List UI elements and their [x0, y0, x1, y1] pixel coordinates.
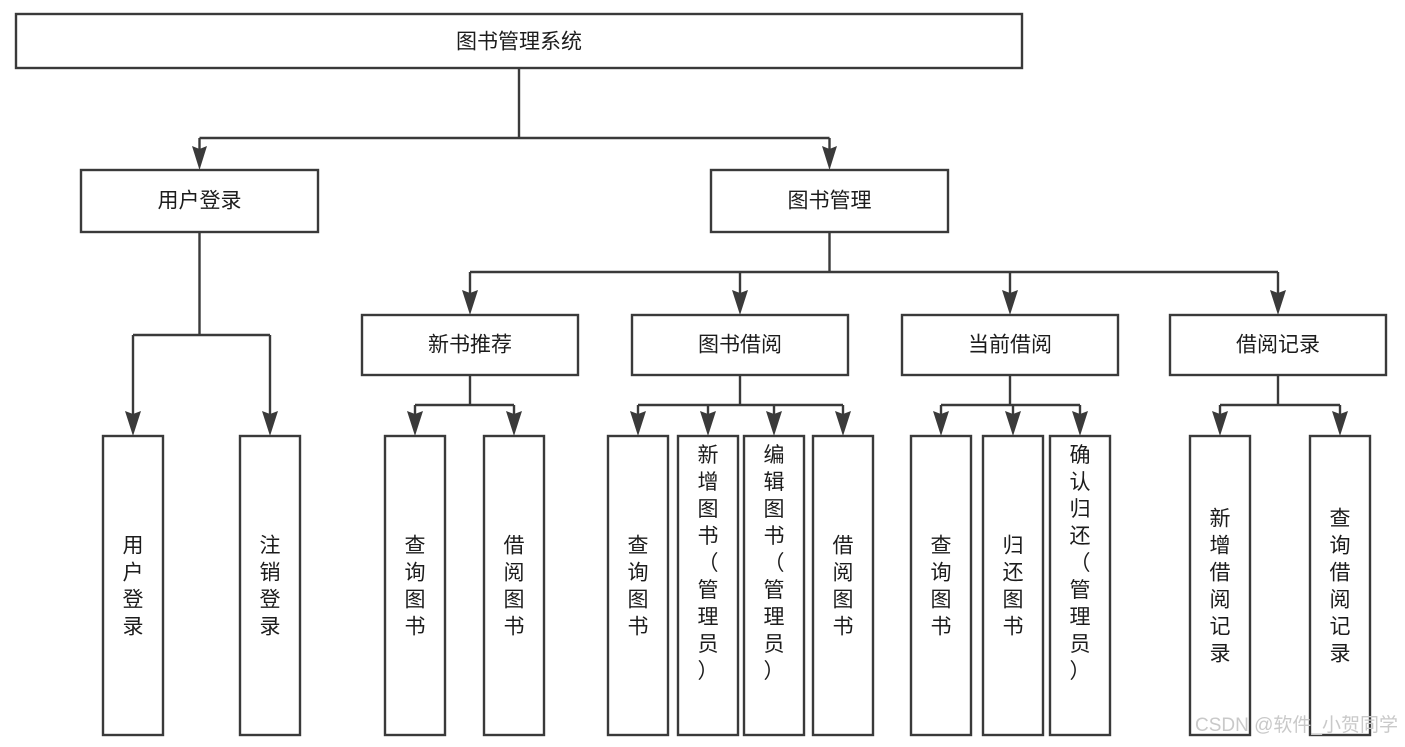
node-leaf-confirm-return-label: 确认归还（管理员） [1070, 444, 1091, 683]
node-current-borrow-box[interactable] [900, 313, 1120, 377]
node-leaf-cur-query-book[interactable]: 查询图书 [909, 434, 973, 737]
node-book-borrow-box[interactable] [630, 313, 850, 377]
node-leaf-add-record-label: 新增借阅记录 [1210, 508, 1231, 666]
node-leaf-user-login[interactable]: 用户登录 [101, 434, 165, 737]
connector-root-to-level2 [192, 68, 837, 170]
node-leaf-add-book[interactable]: 新增图书（管理员） [676, 434, 740, 737]
node-leaf-rec-borrow-book[interactable]: 借阅图书 [482, 434, 546, 737]
node-leaf-borrow-book[interactable]: 借阅图书 [811, 434, 875, 737]
node-leaf-query-record[interactable]: 查询借阅记录 [1308, 434, 1372, 737]
node-leaf-query-record-box[interactable] [1308, 434, 1372, 737]
node-borrow-record[interactable]: 借阅记录 [1168, 313, 1388, 377]
node-leaf-confirm-return[interactable]: 确认归还（管理员） [1048, 434, 1112, 737]
connector-currentborrow-to-leaves [933, 375, 1088, 436]
node-current-borrow[interactable]: 当前借阅 [900, 313, 1120, 377]
node-leaf-query-record-label: 查询借阅记录 [1330, 508, 1351, 666]
node-leaf-add-record[interactable]: 新增借阅记录 [1188, 434, 1252, 737]
node-user-login-box[interactable] [79, 168, 320, 234]
node-new-book-rec-box[interactable] [360, 313, 580, 377]
node-leaf-rec-query-book[interactable]: 查询图书 [383, 434, 447, 737]
node-leaf-edit-book[interactable]: 编辑图书（管理员） [742, 434, 806, 737]
node-leaf-edit-book-box[interactable] [742, 434, 806, 737]
node-leaf-cur-query-book-label: 查询图书 [931, 535, 952, 639]
node-leaf-confirm-return-box[interactable] [1048, 434, 1112, 737]
node-leaf-user-login-box[interactable] [101, 434, 165, 737]
node-root-box[interactable] [14, 12, 1024, 70]
node-leaf-cur-query-book-box[interactable] [909, 434, 973, 737]
node-leaf-rec-query-book-label: 查询图书 [405, 535, 426, 639]
node-leaf-borrow-query-book[interactable]: 查询图书 [606, 434, 670, 737]
connector-bookborrow-to-leaves [630, 375, 851, 436]
node-leaf-borrow-query-book-box[interactable] [606, 434, 670, 737]
node-leaf-borrow-query-book-label: 查询图书 [628, 535, 649, 639]
node-leaf-add-book-label: 新增图书（管理员） [698, 444, 719, 683]
node-book-manage[interactable]: 图书管理 [709, 168, 950, 234]
connector-bookmanage-to-level3 [462, 232, 1286, 315]
connector-borrowrecord-to-leaves [1212, 375, 1348, 436]
node-leaf-logout-label: 注销登录 [260, 535, 281, 639]
leaf-node-layer: 用户登录 注销登录 查询图书 借阅图书 查询图书 新增图书（管理员） 编辑图书（管理员） 借阅… [101, 434, 1372, 737]
node-root-label: 图书管理系统 [456, 31, 582, 54]
node-leaf-borrow-book-box[interactable] [811, 434, 875, 737]
node-book-manage-box[interactable] [709, 168, 950, 234]
node-leaf-rec-query-book-box[interactable] [383, 434, 447, 737]
node-borrow-record-label: 借阅记录 [1236, 334, 1320, 357]
connector-userlogin-to-leaves [125, 232, 278, 436]
node-user-login[interactable]: 用户登录 [79, 168, 320, 234]
node-leaf-add-book-box[interactable] [676, 434, 740, 737]
node-leaf-return-book-label: 归还图书 [1003, 535, 1024, 639]
node-new-book-rec[interactable]: 新书推荐 [360, 313, 580, 377]
csdn-watermark: CSDN @软件_小贺同学 [1195, 714, 1398, 736]
connector-newbookrec-to-leaves [407, 375, 522, 436]
node-leaf-logout-box[interactable] [238, 434, 302, 737]
node-current-borrow-label: 当前借阅 [968, 334, 1052, 357]
node-leaf-borrow-book-label: 借阅图书 [833, 535, 854, 639]
node-leaf-add-record-box[interactable] [1188, 434, 1252, 737]
node-leaf-return-book[interactable]: 归还图书 [981, 434, 1045, 737]
node-new-book-rec-label: 新书推荐 [428, 334, 512, 357]
node-book-borrow[interactable]: 图书借阅 [630, 313, 850, 377]
connector-layer [125, 68, 1348, 436]
node-leaf-logout[interactable]: 注销登录 [238, 434, 302, 737]
node-leaf-rec-borrow-book-box[interactable] [482, 434, 546, 737]
node-user-login-label: 用户登录 [158, 190, 242, 213]
node-book-manage-label: 图书管理 [788, 190, 872, 213]
node-borrow-record-box[interactable] [1168, 313, 1388, 377]
node-leaf-edit-book-label: 编辑图书（管理员） [764, 444, 785, 683]
node-leaf-user-login-label: 用户登录 [123, 535, 144, 639]
node-leaf-rec-borrow-book-label: 借阅图书 [504, 535, 525, 639]
node-book-borrow-label: 图书借阅 [698, 334, 782, 357]
node-root[interactable]: 图书管理系统 [14, 12, 1024, 70]
node-leaf-return-book-box[interactable] [981, 434, 1045, 737]
